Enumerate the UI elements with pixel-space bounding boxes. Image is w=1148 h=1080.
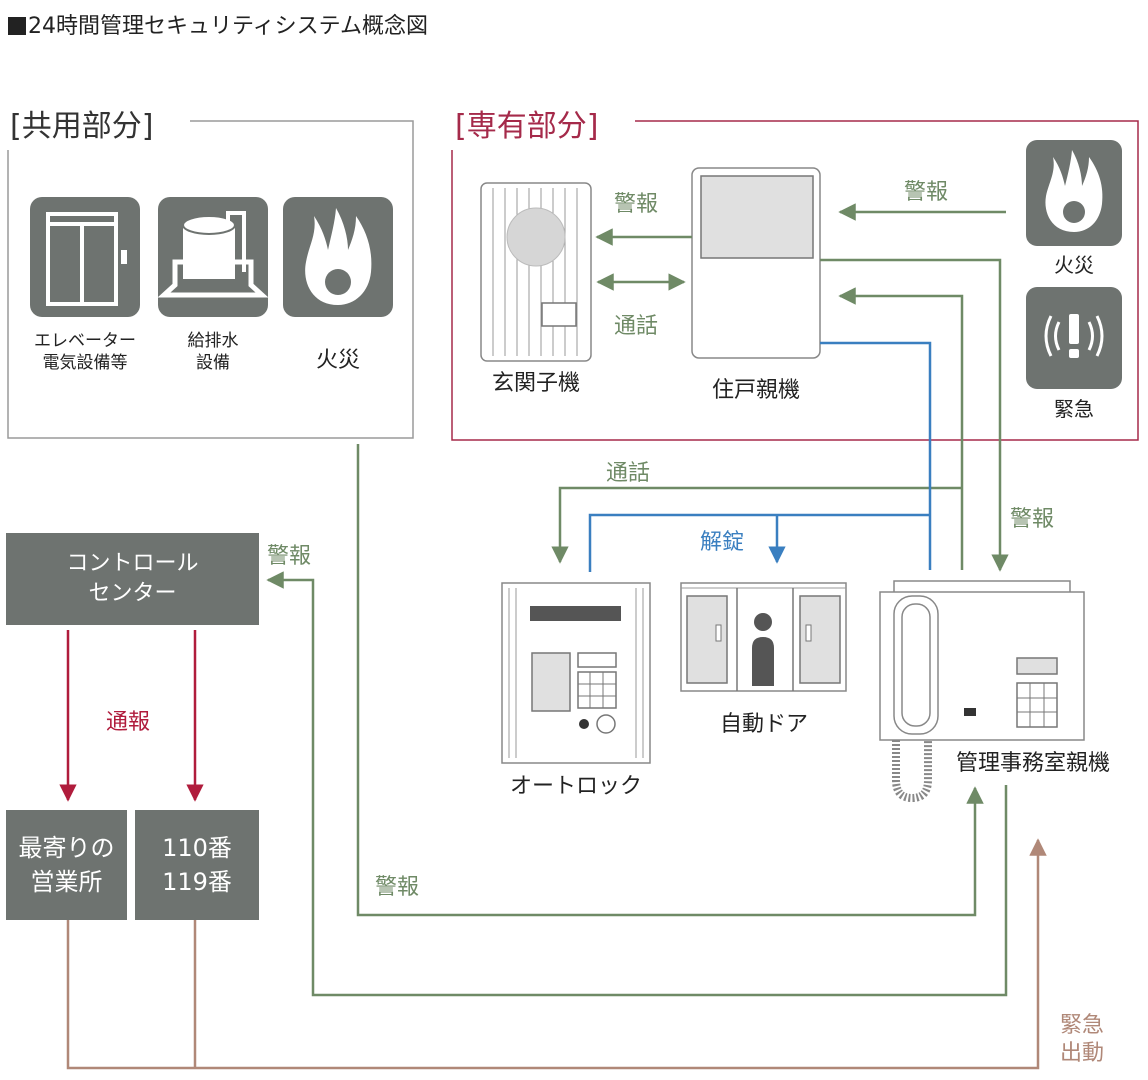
dispatch-line <box>66 838 1047 1070</box>
report-label: 通報 <box>106 710 151 735</box>
diagram-title-text: 24時間管理セキュリティシステム概念図 <box>28 14 429 39</box>
unlock-line <box>820 341 932 570</box>
private-area-heading: [専有部分] <box>455 108 609 146</box>
alarm-label-entrance: 警報 <box>614 192 659 217</box>
common-fire-label: 火災 <box>315 348 360 373</box>
auto-door-label: 自動ドア <box>719 712 808 737</box>
dispatch-label-line1: 緊急 <box>1060 1013 1105 1038</box>
water-label-line2: 設備 <box>196 353 230 373</box>
entrance-unit-device <box>480 182 592 362</box>
elevator-label: エレベーター 電気設備等 <box>25 330 145 374</box>
alarm-label-office: 警報 <box>1010 507 1055 532</box>
elevator-label-line1: エレベーター <box>34 331 136 351</box>
fire-sensor-label: 火災 <box>1054 253 1094 277</box>
control-center-label-line2: センター <box>88 581 177 606</box>
master-unit-device <box>691 167 821 359</box>
dispatch-label: 緊急 出動 <box>1060 1012 1104 1068</box>
office-master-unit-device <box>879 580 1085 803</box>
autolock-panel-device <box>501 582 651 764</box>
police-number-label: 110番 <box>162 834 232 862</box>
control-center-box: コントロール センター <box>6 533 259 625</box>
emergency-numbers-box: 110番 119番 <box>135 810 259 920</box>
nearest-office-label-line2: 営業所 <box>30 868 103 896</box>
control-center-label-line1: コントロール <box>66 551 199 576</box>
common-to-office-alarm-line <box>356 444 984 917</box>
alarm-label-control: 警報 <box>267 544 312 569</box>
entrance-unit-label: 玄関子機 <box>491 371 580 396</box>
office-unit-label: 管理事務室親機 <box>955 751 1110 776</box>
title-square-icon <box>8 17 26 35</box>
water-label: 給排水 設備 <box>153 330 273 374</box>
elevator-label-line2: 電気設備等 <box>42 353 128 373</box>
common-area-heading: [共用部分] <box>10 108 164 146</box>
nearest-office-label-line1: 最寄りの <box>18 834 115 862</box>
autolock-label: オートロック <box>509 774 642 799</box>
office-to-control-alarm-line <box>266 571 1008 997</box>
emergency-label: 緊急 <box>1054 397 1094 421</box>
fire-dept-number-label: 119番 <box>162 868 232 896</box>
fire-sensor-icon <box>1026 140 1122 246</box>
alarm-label-fire: 警報 <box>904 180 949 205</box>
unlock-label: 解錠 <box>700 530 745 555</box>
water-label-line1: 給排水 <box>187 331 239 351</box>
alarm-label-common: 警報 <box>375 875 420 900</box>
elevator-icon <box>30 197 140 317</box>
emergency-button-icon <box>1026 287 1122 389</box>
unlock-branch-line <box>588 513 930 572</box>
office-to-master-line <box>838 287 964 570</box>
autolock-talk-line <box>551 486 962 564</box>
diagram-title: 24時間管理セキュリティシステム概念図 <box>8 8 428 40</box>
nearest-office-box: 最寄りの 営業所 <box>6 810 127 920</box>
private-area-frame <box>451 120 1139 441</box>
water-tank-icon <box>157 197 269 317</box>
talk-label-autolock: 通話 <box>606 461 651 486</box>
auto-door-device <box>680 582 847 692</box>
master-to-office-alarm-line <box>820 258 1009 572</box>
dispatch-label-line2: 出動 <box>1060 1041 1105 1066</box>
talk-label-entrance: 通話 <box>614 314 659 339</box>
master-unit-label: 住戸親機 <box>711 378 800 403</box>
common-area-frame <box>7 120 414 439</box>
fire-icon <box>283 197 393 317</box>
